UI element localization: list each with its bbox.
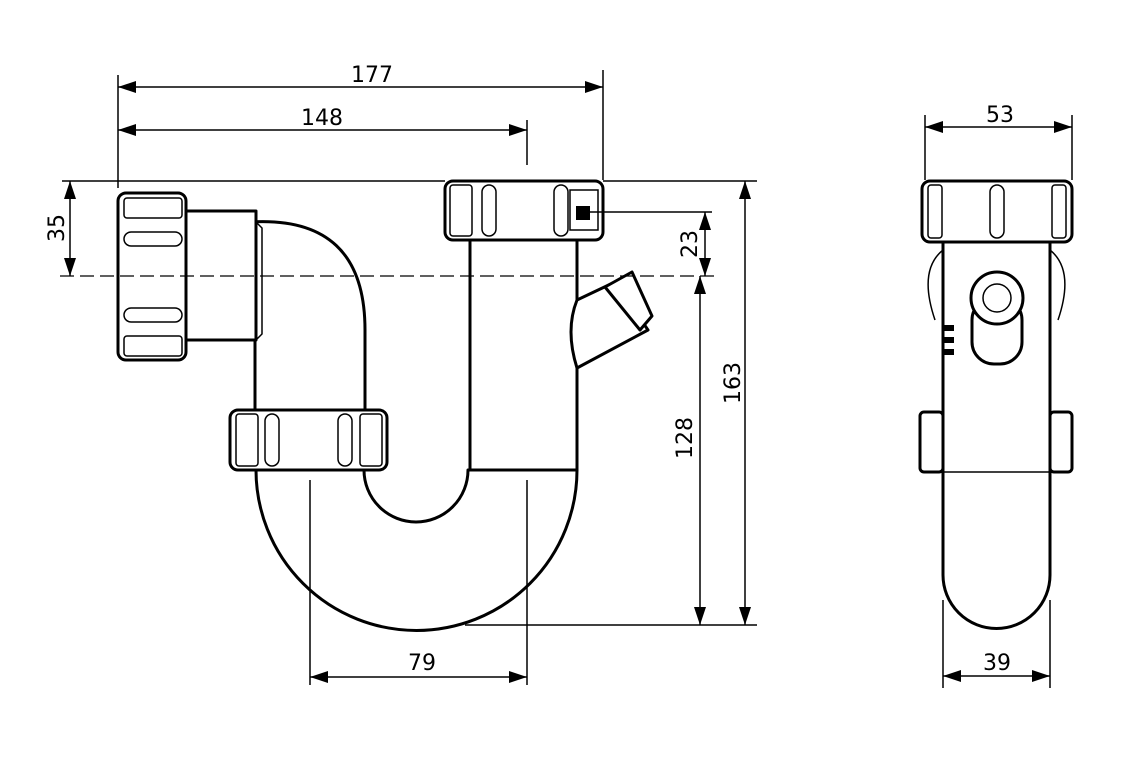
dim-35: 35 [45,214,70,242]
inlet-elbow [248,220,367,412]
dim-79: 79 [408,651,436,676]
dim-53: 53 [986,103,1014,128]
dim-23: 23 [678,230,703,258]
dim-177: 177 [351,63,393,88]
u-bend [254,468,579,632]
bottom-nut [228,408,389,472]
front-dimensions: 177 148 35 23 128 163 79 [45,63,757,685]
dim-148: 148 [301,106,343,131]
side-view [918,179,1074,630]
dim-163: 163 [721,362,746,404]
top-nut [443,179,605,242]
side-dimensions: 53 39 [924,103,1073,688]
dim-39: 39 [983,651,1011,676]
outlet-pipe [468,236,579,472]
front-view [116,179,654,632]
side-top-nut [920,179,1074,244]
dim-128: 128 [673,417,698,459]
overflow-spigot [569,270,654,370]
